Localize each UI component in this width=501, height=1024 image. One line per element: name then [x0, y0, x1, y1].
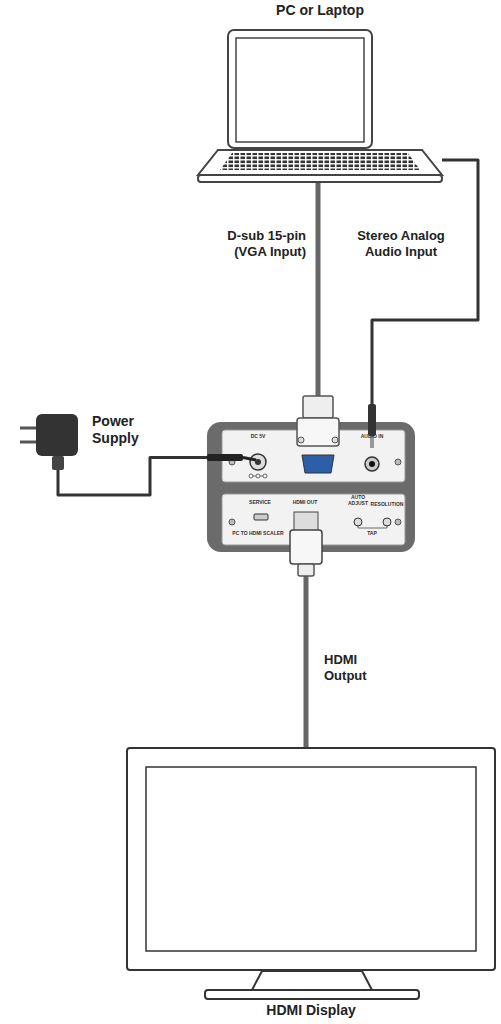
node-label: PC TO HDMI SCALER — [232, 530, 283, 536]
laptop-illustration — [198, 30, 442, 182]
cable-label: HDMI Output — [324, 652, 386, 684]
node-label: HDMI Display — [127, 1002, 495, 1019]
cable-connector — [316, 182, 321, 422]
cable-label: D-sub 15-pin (VGA Input) — [194, 228, 306, 260]
node-label: AUTO ADJUST — [346, 494, 370, 506]
node-label: RESOLUTION — [371, 501, 404, 507]
cable-connector — [304, 552, 309, 748]
node-label: Power Supply — [92, 413, 156, 447]
display-node: HDMI Display — [127, 748, 495, 1020]
cable-connector — [372, 160, 478, 422]
display-illustration — [127, 748, 495, 999]
node-label: TAP — [367, 530, 377, 536]
laptop-node: PC or Laptop — [198, 0, 442, 182]
power-adapter-illustration — [20, 414, 78, 470]
cable-label: Stereo Analog Audio Input — [340, 228, 462, 260]
node-label: PC or Laptop — [198, 2, 442, 19]
scaler-node: DC 5V AUDIO IN SERVICE HDMI OUT AUTO ADJUSTR… — [207, 422, 415, 552]
node-label: AUDIO IN — [361, 433, 384, 439]
scaler-device-illustration — [207, 396, 415, 576]
node-label: HDMI OUT — [293, 499, 318, 505]
node-label: SERVICE — [249, 499, 271, 505]
power-supply-node: Power Supply — [15, 405, 160, 470]
cable-connector — [58, 458, 207, 496]
node-label: DC 5V — [251, 433, 266, 439]
